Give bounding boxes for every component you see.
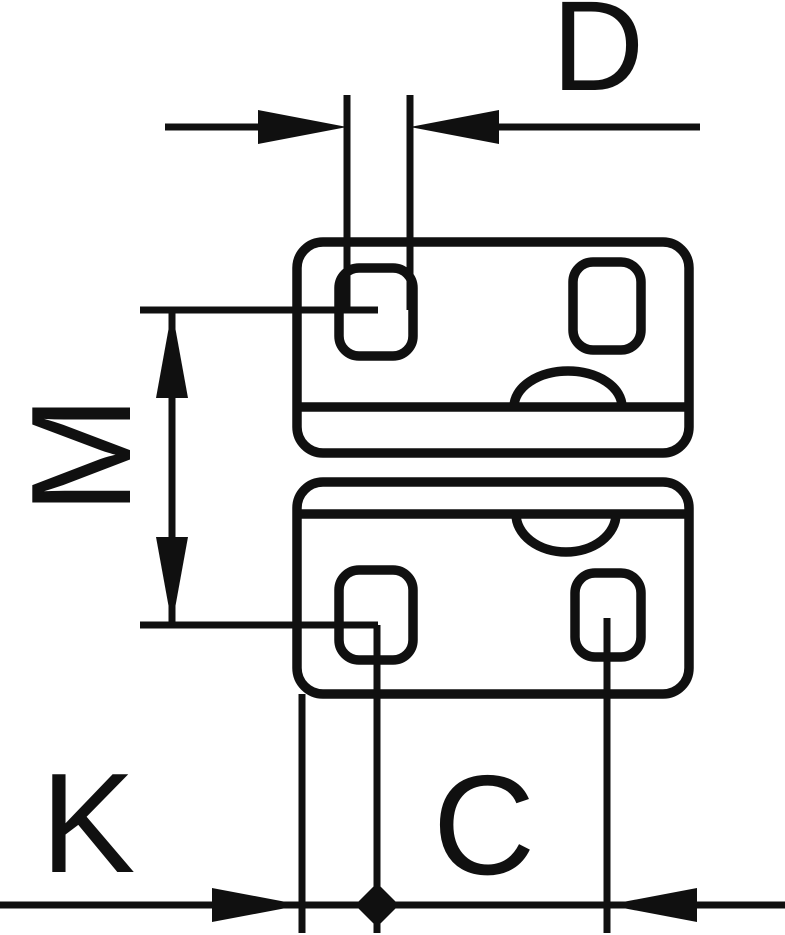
hole-top-right [568,257,646,355]
dim-c-label: C [433,746,536,905]
dim-d-label: D [552,0,644,118]
dim-m-arrowhead-down [156,537,188,625]
dim-c-arrowhead-left [607,888,697,922]
dim-m-arrowhead-up [156,310,188,398]
bottom-plate-dimple-arc [511,513,621,557]
top-plate-outline [292,237,694,458]
dim-kc-shared-terminator-diamond [355,883,399,927]
bottom-plate-outline [292,477,694,699]
top-plate-dimple-arc [509,366,627,408]
dim-m-label: M [2,396,161,514]
dim-d-arrowhead-left [258,110,347,144]
dim-k-label: K [41,744,136,903]
dim-d-arrowhead-right [410,110,499,144]
dim-k-arrowhead-right [212,888,302,922]
